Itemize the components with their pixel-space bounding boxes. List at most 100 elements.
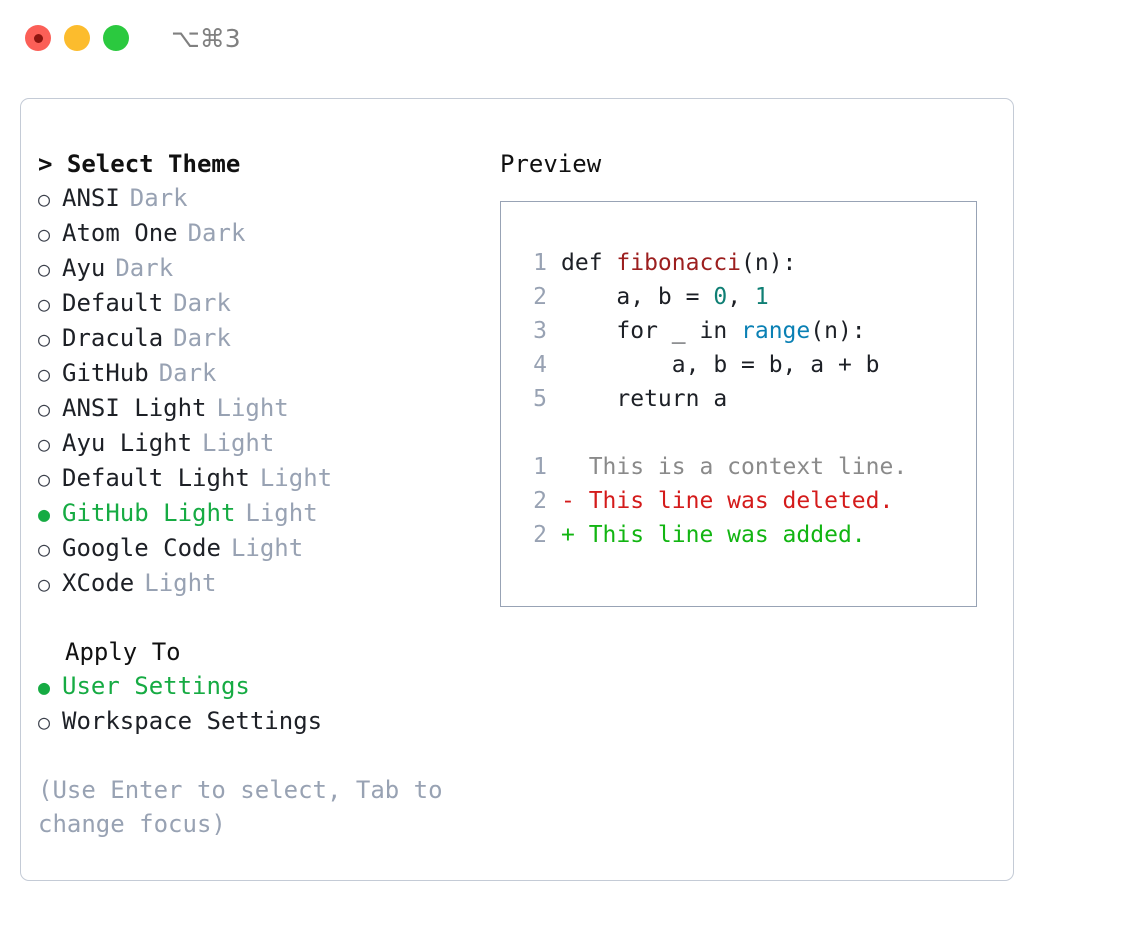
code-line-number: 3 (533, 318, 547, 344)
code-line-content: a, b = b, a + b (561, 348, 880, 382)
theme-item-label: GitHub (62, 359, 149, 387)
apply-to-section: Apply To ● User Settings ○ Workspace Settin… (38, 635, 488, 739)
code-line: 5 return a (523, 382, 976, 416)
theme-item-label: Atom One (62, 219, 178, 247)
apply-to-option-label: User Settings (62, 672, 250, 700)
theme-list-item[interactable]: ● GitHub Light Light (38, 496, 488, 531)
code-token-plain: a, b = b, a + b (561, 352, 880, 378)
radio-selected-icon: ● (38, 502, 51, 526)
code-token-plain: a, b = (561, 284, 714, 310)
apply-to-option-list: ● User Settings ○ Workspace Settings (38, 669, 488, 739)
code-line-content: def fibonacci(n): (561, 246, 796, 280)
radio-unselected-icon: ○ (38, 710, 51, 734)
code-token-builtin: range (741, 318, 811, 344)
apply-to-option-label: Workspace Settings (62, 707, 323, 735)
theme-item-label: XCode (62, 569, 135, 597)
diff-line-content-context: This is a context line. (561, 454, 908, 480)
theme-list-item[interactable]: ○ Default Light Light (38, 461, 488, 496)
code-token-func: fibonacci (616, 250, 742, 276)
radio-unselected-icon: ○ (38, 362, 51, 386)
traffic-light-group (25, 25, 129, 51)
theme-item-category: Light (259, 464, 333, 492)
code-line: 3 for _ in range(n): (523, 314, 976, 348)
code-line-content: for _ in range(n): (561, 314, 865, 348)
radio-unselected-icon: ○ (38, 467, 51, 491)
theme-list-item[interactable]: ○ Google Code Light (38, 531, 488, 566)
code-token-plain: , (727, 284, 755, 310)
theme-item-label: Ayu (62, 254, 106, 282)
apply-to-heading: Apply To (65, 638, 181, 666)
radio-unselected-icon: ○ (38, 257, 51, 281)
code-token-plain: for _ in (561, 318, 742, 344)
diff-line-number: 2 (533, 522, 547, 548)
keyboard-shortcut-label: ⌥⌘3 (171, 23, 241, 53)
radio-unselected-icon: ○ (38, 537, 51, 561)
theme-item-label: Default Light (62, 464, 250, 492)
diff-line-number: 2 (533, 488, 547, 514)
radio-unselected-icon: ○ (38, 327, 51, 351)
theme-item-category: Dark (129, 184, 188, 212)
theme-item-category: Light (216, 394, 289, 422)
code-line-content: return a (561, 382, 727, 416)
theme-item-label: Google Code (62, 534, 221, 562)
minimize-window-button[interactable] (64, 25, 90, 51)
theme-item-category: Dark (173, 324, 231, 352)
apply-to-option[interactable]: ○ Workspace Settings (38, 704, 488, 739)
radio-unselected-icon: ○ (38, 397, 51, 421)
code-line-content: a, b = 0, 1 (561, 280, 769, 314)
maximize-window-button[interactable] (103, 25, 129, 51)
diff-line-content-removed: - This line was deleted. (561, 488, 894, 514)
preview-spacer (523, 416, 976, 450)
diff-line: 2 + This line was added. (523, 518, 976, 552)
radio-unselected-icon: ○ (38, 432, 51, 456)
theme-item-category: Light (202, 429, 275, 457)
code-token-plain: return a (561, 386, 728, 412)
radio-selected-icon: ● (38, 675, 51, 699)
code-line: 4 a, b = b, a + b (523, 348, 976, 382)
theme-item-label: Ayu Light (62, 429, 193, 457)
theme-item-category: Light (230, 534, 304, 562)
theme-list-heading: > Select Theme (38, 150, 241, 178)
code-token-plain: def (561, 250, 617, 276)
theme-item-category: Dark (158, 359, 217, 387)
theme-list-item[interactable]: ○ GitHub Dark (38, 356, 488, 391)
theme-list-item[interactable]: ○ Ayu Dark (38, 251, 488, 286)
code-token-number: 1 (754, 284, 769, 310)
keyboard-hint-text: (Use Enter to select, Tab to change focu… (38, 776, 443, 838)
diff-line: 2 - This line was deleted. (523, 484, 976, 518)
record-dot-icon (33, 33, 43, 43)
radio-unselected-icon: ○ (38, 292, 51, 316)
apply-to-option[interactable]: ● User Settings (38, 669, 488, 704)
code-line: 2 a, b = 0, 1 (523, 280, 976, 314)
code-token-plain: (n): (741, 250, 797, 276)
theme-item-label: GitHub Light (62, 499, 236, 527)
theme-item-category: Dark (173, 289, 231, 317)
theme-item-category: Dark (115, 254, 174, 282)
theme-item-category: Light (245, 499, 318, 527)
theme-list-item[interactable]: ○ Ayu Light Light (38, 426, 488, 461)
code-line-number: 2 (533, 284, 547, 310)
code-token-number: 0 (713, 284, 728, 310)
radio-unselected-icon: ○ (38, 187, 51, 211)
code-line-number: 4 (533, 352, 547, 378)
close-window-button[interactable] (25, 25, 51, 51)
diff-line-content-added: + This line was added. (561, 522, 866, 548)
diff-line-number: 1 (533, 454, 547, 480)
diff-sample-block: 1 This is a context line. 2 - This line wa… (523, 450, 976, 552)
radio-unselected-icon: ○ (38, 222, 51, 246)
code-line-number: 5 (533, 386, 547, 412)
